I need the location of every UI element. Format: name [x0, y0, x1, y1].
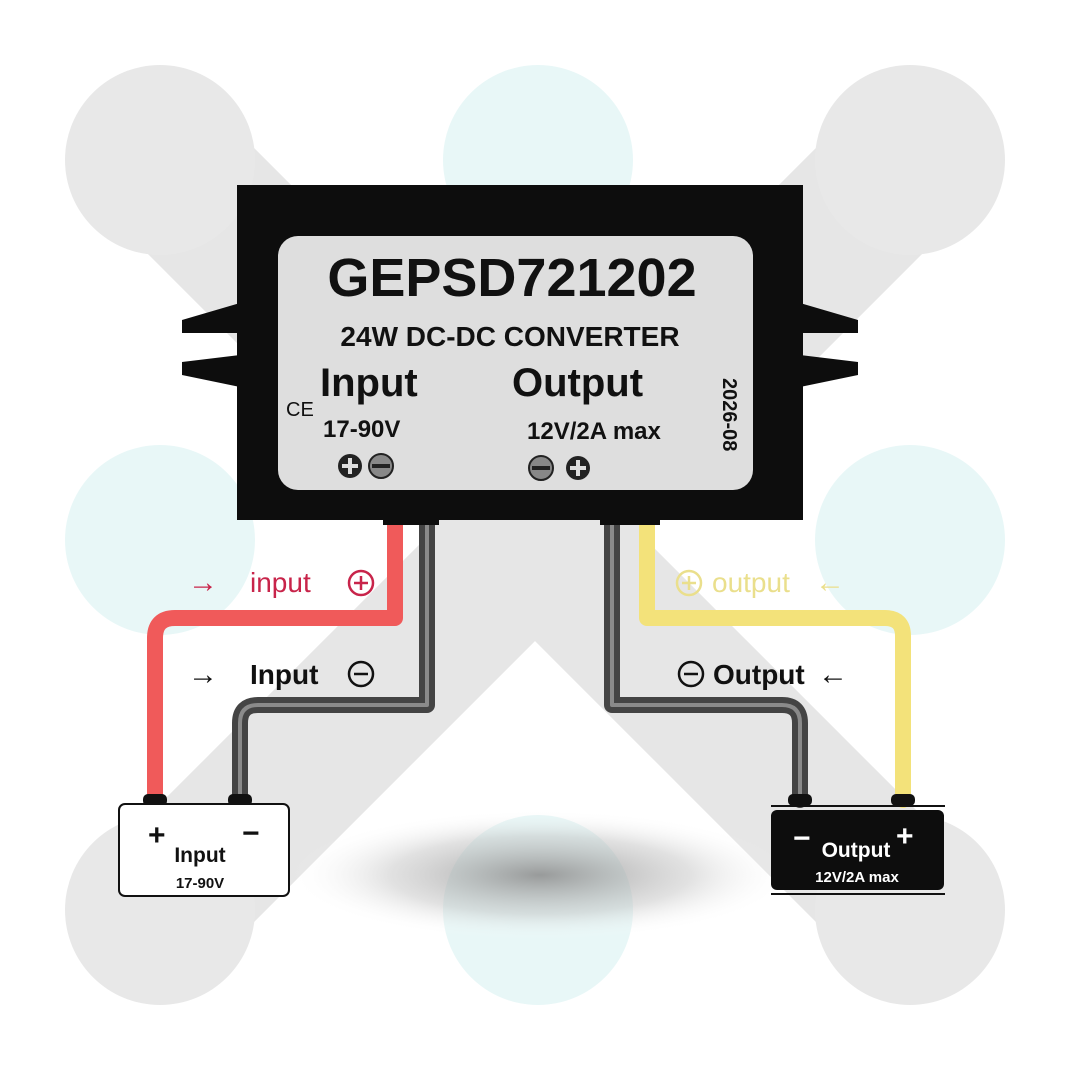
output-load-box: − + Output 12V/2A max — [771, 794, 945, 895]
panel-output-title: Output — [512, 361, 643, 405]
input-source-box: + − Input 17-90V — [118, 794, 290, 897]
panel-input-title: Input — [320, 361, 418, 405]
device-subtitle: 24W DC-DC CONVERTER — [340, 321, 679, 352]
arrow-right-icon: → — [188, 566, 218, 599]
plus-circle-icon — [566, 456, 590, 480]
output-positive-label: output — [712, 567, 790, 598]
ce-mark: CE — [286, 399, 314, 421]
input-negative-label: Input — [250, 659, 318, 690]
arrow-right-icon: → — [188, 658, 218, 691]
wire-input-positive — [147, 512, 403, 808]
mounting-tab-right-bottom — [800, 355, 858, 387]
plus-circle-icon — [675, 569, 703, 597]
output-positive-label-group: output ← — [675, 566, 845, 599]
wire-output-positive — [639, 512, 911, 808]
minus-circle-icon — [528, 455, 554, 481]
date-code: 2026-08 — [718, 378, 740, 451]
converter-device: GEPSD721202 24W DC-DC CONVERTER Input Ou… — [182, 185, 858, 525]
input-negative-label-group: → Input — [188, 658, 375, 691]
mounting-tab-left-bottom — [182, 355, 240, 387]
input-positive-label: input — [250, 567, 311, 598]
minus-circle-icon — [677, 660, 705, 688]
panel-output-rating: 12V/2A max — [527, 418, 662, 445]
plus-circle-icon — [338, 454, 362, 478]
input-box-label: Input — [174, 844, 225, 867]
output-box-plus: + — [896, 820, 914, 853]
input-box-plus: + — [148, 819, 166, 852]
arrow-left-icon: ← — [815, 566, 845, 599]
input-box-range: 17-90V — [176, 875, 224, 892]
output-box-label: Output — [822, 839, 891, 862]
floor-shadow — [290, 810, 790, 940]
panel-input-range: 17-90V — [323, 416, 400, 443]
label-panel — [278, 236, 753, 490]
minus-circle-icon — [347, 660, 375, 688]
plus-circle-icon — [347, 569, 375, 597]
mounting-tab-left-top — [182, 303, 240, 333]
output-box-minus: − — [793, 822, 811, 855]
wires — [147, 512, 911, 808]
input-box-minus: − — [242, 817, 260, 850]
arrow-left-icon: ← — [818, 658, 848, 691]
minus-circle-icon — [368, 453, 394, 479]
input-positive-label-group: → input — [188, 566, 375, 599]
output-negative-label: Output — [713, 659, 805, 690]
mounting-tab-right-top — [800, 303, 858, 333]
wire-labels: → input → Input output ← — [188, 566, 848, 691]
model-number: GEPSD721202 — [327, 248, 696, 308]
output-box-rating: 12V/2A max — [815, 869, 899, 886]
output-negative-label-group: Output ← — [677, 658, 848, 691]
